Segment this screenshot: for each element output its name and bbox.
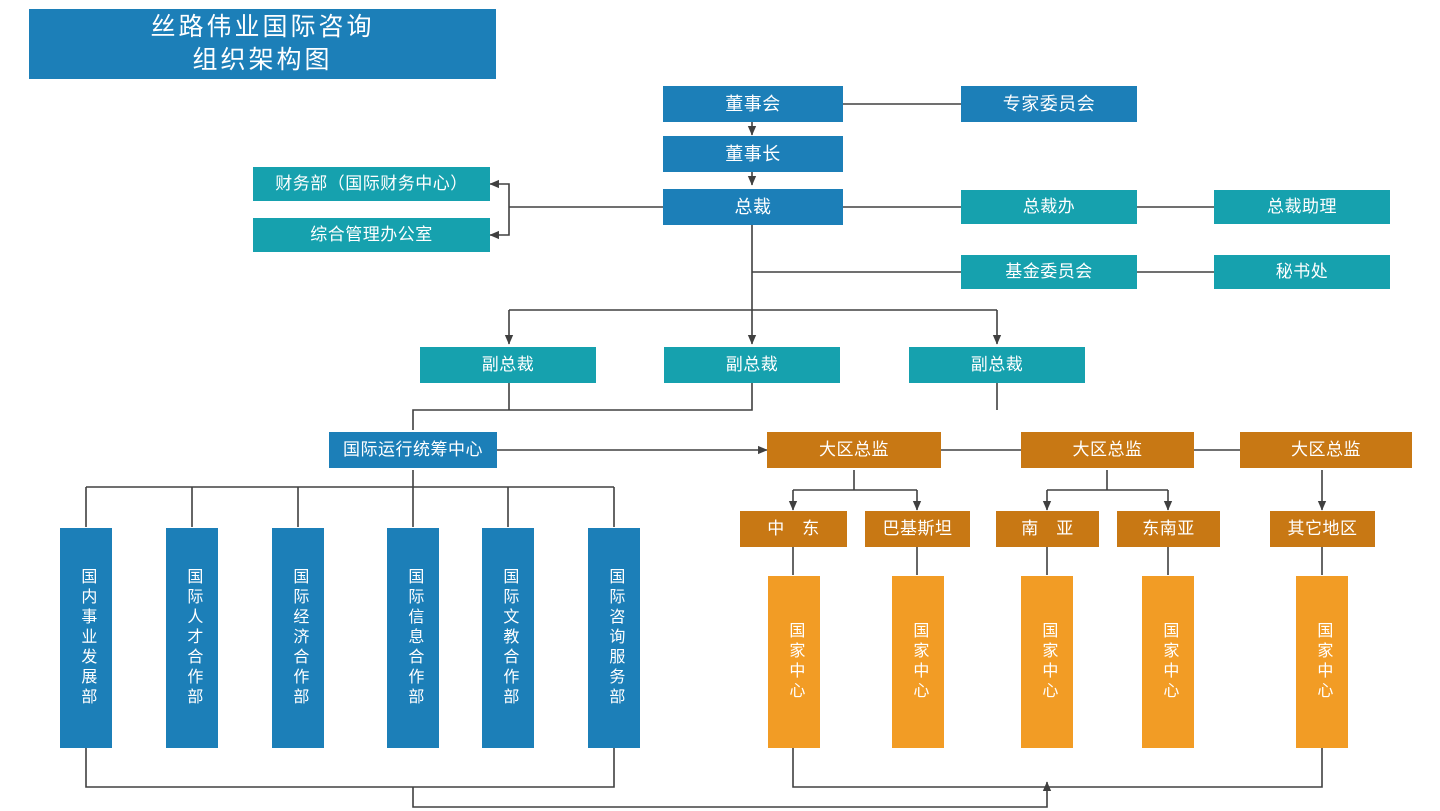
node-regional-director-2[interactable]: 大区总监 — [1021, 432, 1194, 468]
node-regional-director-2-label: 大区总监 — [1072, 440, 1143, 460]
node-international-economic-cooperation-dept[interactable]: 国际经济合作部 — [272, 528, 324, 748]
node-vice-president-1-label: 副总裁 — [481, 355, 535, 375]
node-president[interactable]: 总裁 — [663, 189, 843, 225]
node-president-assistant[interactable]: 总裁助理 — [1214, 190, 1390, 224]
node-fund-committee-label: 基金委员会 — [1005, 262, 1093, 282]
node-international-talent-cooperation-dept-label: 国际人才合作部 — [184, 568, 202, 708]
node-finance-department[interactable]: 财务部（国际财务中心） — [253, 167, 490, 201]
node-country-center-3-label: 国家中心 — [1039, 622, 1057, 702]
node-fund-committee[interactable]: 基金委员会 — [961, 255, 1137, 289]
node-region-pakistan-label: 巴基斯坦 — [882, 519, 953, 539]
node-international-consulting-service-dept-label: 国际咨询服务部 — [606, 568, 624, 708]
edge-departments-to-centers — [412, 781, 1052, 808]
node-region-south-asia-label: 南 亚 — [1021, 519, 1074, 539]
node-president-label: 总裁 — [734, 196, 772, 217]
node-international-consulting-service-dept[interactable]: 国际咨询服务部 — [588, 528, 640, 748]
node-region-other-label: 其它地区 — [1287, 519, 1358, 539]
node-international-information-cooperation-dept[interactable]: 国际信息合作部 — [387, 528, 439, 748]
node-vice-president-2-label: 副总裁 — [725, 355, 779, 375]
node-secretariat-label: 秘书处 — [1275, 262, 1329, 282]
node-region-south-asia[interactable]: 南 亚 — [996, 511, 1099, 547]
node-international-culture-education-cooperation-dept-label: 国际文教合作部 — [500, 568, 518, 708]
node-region-middle-east-label: 中 东 — [767, 519, 820, 539]
edge-centers-bottom-bus — [792, 748, 1323, 788]
chart-title: 丝路伟业国际咨询 组织架构图 — [29, 9, 496, 79]
node-admin-office-label: 综合管理办公室 — [310, 225, 433, 245]
node-board[interactable]: 董事会 — [663, 86, 843, 122]
node-region-southeast-asia-label: 东南亚 — [1142, 519, 1195, 539]
node-region-pakistan[interactable]: 巴基斯坦 — [865, 511, 970, 547]
node-international-talent-cooperation-dept[interactable]: 国际人才合作部 — [166, 528, 218, 748]
edge-president-finance — [489, 179, 510, 207]
node-region-southeast-asia[interactable]: 东南亚 — [1117, 511, 1220, 547]
node-finance-department-label: 财务部（国际财务中心） — [275, 174, 468, 194]
edge-departments-bottom-bus — [85, 748, 615, 788]
node-country-center-2[interactable]: 国家中心 — [892, 576, 944, 748]
node-regional-director-3-label: 大区总监 — [1291, 440, 1361, 460]
edge-vp2-intlops — [412, 383, 753, 430]
node-country-center-2-label: 国家中心 — [910, 622, 928, 702]
node-admin-office[interactable]: 综合管理办公室 — [253, 218, 490, 252]
node-regional-director-1-label: 大区总监 — [819, 440, 889, 460]
node-country-center-1[interactable]: 国家中心 — [768, 576, 820, 748]
edge-rd2-bus — [1047, 470, 1168, 491]
node-country-center-4-label: 国家中心 — [1160, 622, 1178, 702]
node-international-operations-center[interactable]: 国际运行统筹中心 — [329, 432, 497, 468]
node-secretariat[interactable]: 秘书处 — [1214, 255, 1390, 289]
edge-president-admin — [489, 207, 510, 240]
node-domestic-business-development-dept[interactable]: 国内事业发展部 — [60, 528, 112, 748]
node-international-information-cooperation-dept-label: 国际信息合作部 — [405, 568, 423, 708]
node-international-operations-center-label: 国际运行统筹中心 — [343, 440, 483, 460]
node-chairman[interactable]: 董事长 — [663, 136, 843, 172]
node-international-economic-cooperation-dept-label: 国际经济合作部 — [290, 568, 308, 708]
node-international-culture-education-cooperation-dept[interactable]: 国际文教合作部 — [482, 528, 534, 748]
node-regional-director-1[interactable]: 大区总监 — [767, 432, 941, 468]
node-president-assistant-label: 总裁助理 — [1267, 197, 1337, 217]
node-board-label: 董事会 — [725, 93, 781, 114]
node-region-middle-east[interactable]: 中 东 — [740, 511, 847, 547]
node-country-center-3[interactable]: 国家中心 — [1021, 576, 1073, 748]
node-chairman-label: 董事长 — [725, 143, 781, 164]
edge-rd1-bus — [793, 470, 917, 491]
node-domestic-business-development-dept-label: 国内事业发展部 — [78, 568, 96, 708]
node-country-center-5-label: 国家中心 — [1314, 622, 1332, 702]
node-country-center-5[interactable]: 国家中心 — [1296, 576, 1348, 748]
node-region-other[interactable]: 其它地区 — [1270, 511, 1375, 547]
node-vice-president-2[interactable]: 副总裁 — [664, 347, 840, 383]
node-country-center-4[interactable]: 国家中心 — [1142, 576, 1194, 748]
node-president-office[interactable]: 总裁办 — [961, 190, 1137, 224]
node-expert-committee[interactable]: 专家委员会 — [961, 86, 1137, 122]
node-vice-president-3[interactable]: 副总裁 — [909, 347, 1085, 383]
node-country-center-1-label: 国家中心 — [786, 622, 804, 702]
node-vice-president-1[interactable]: 副总裁 — [420, 347, 596, 383]
node-regional-director-3[interactable]: 大区总监 — [1240, 432, 1412, 468]
node-vice-president-3-label: 副总裁 — [970, 355, 1024, 375]
node-expert-committee-label: 专家委员会 — [1002, 93, 1096, 114]
node-president-office-label: 总裁办 — [1022, 197, 1076, 217]
